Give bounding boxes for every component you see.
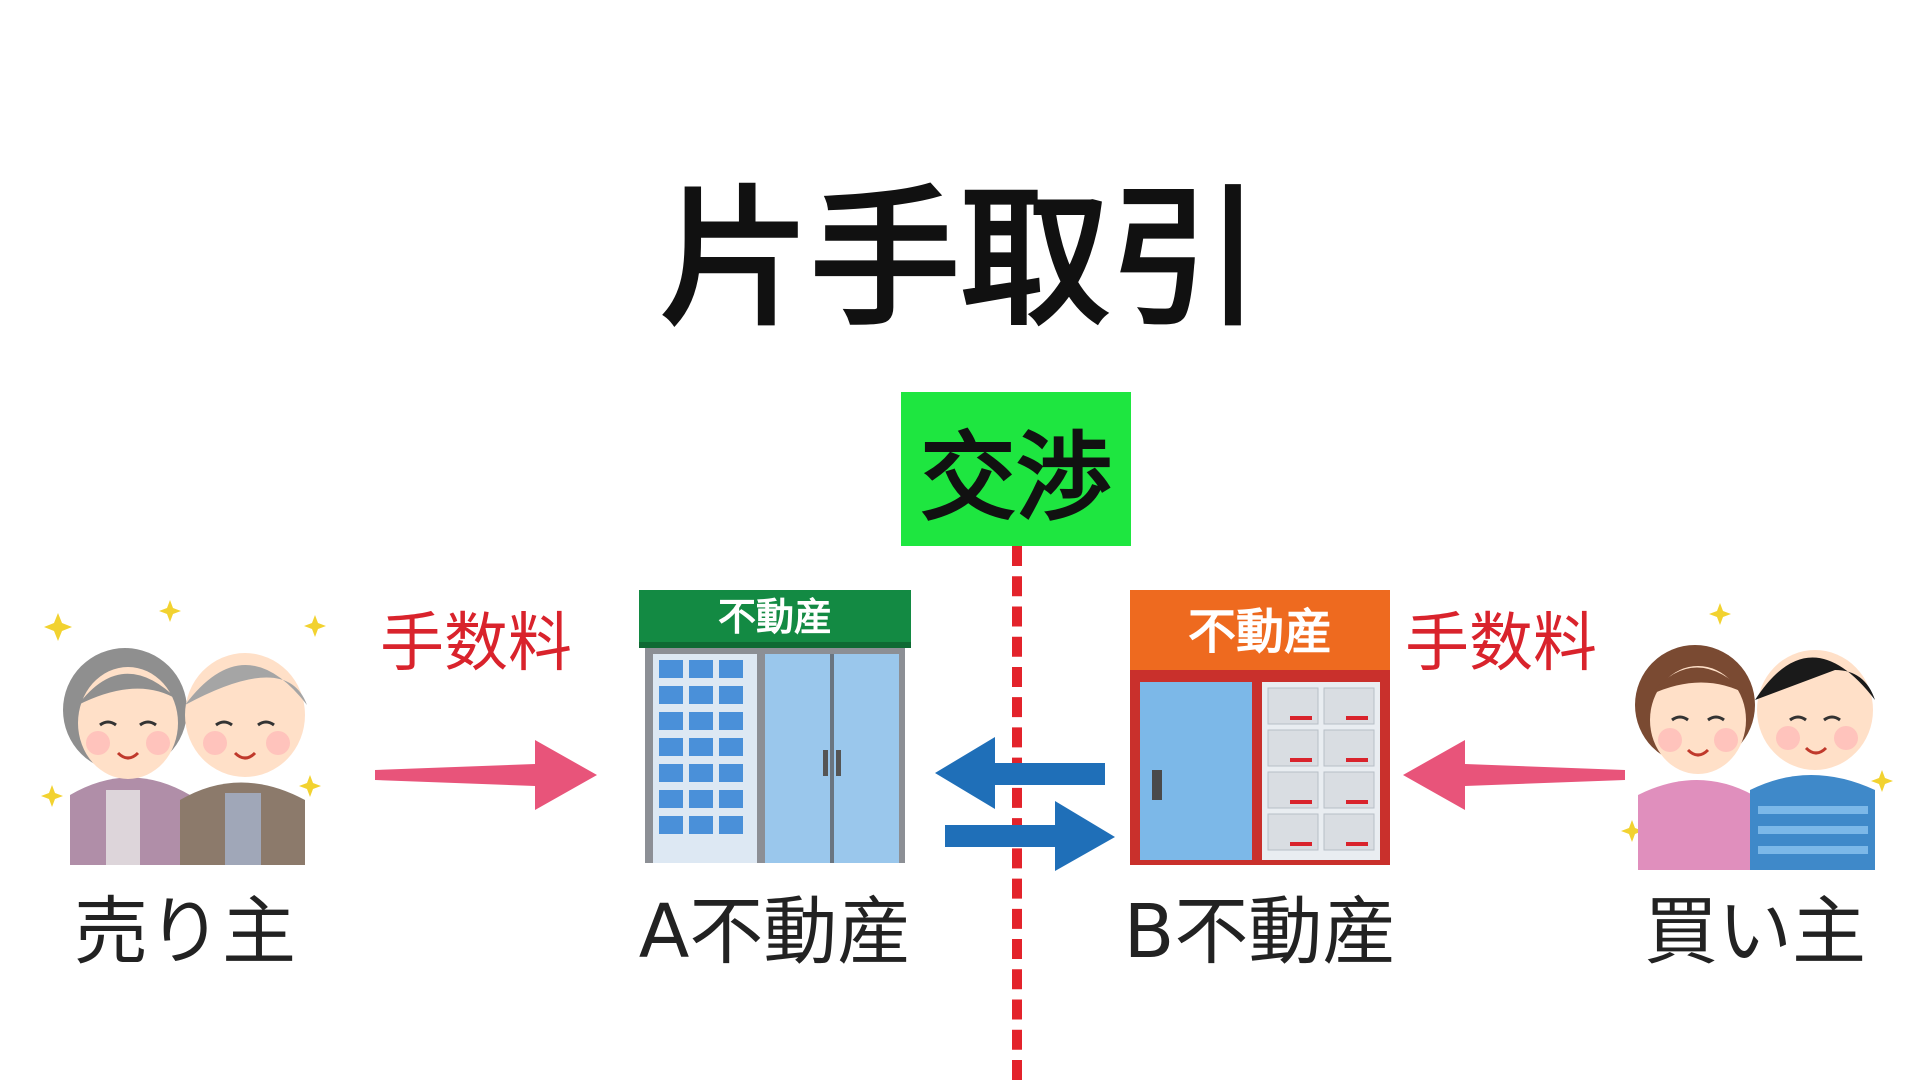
exchange-arrows-icon — [935, 737, 1115, 871]
shop-front-icon: 不動産 — [1130, 590, 1390, 865]
negotiation-label: 交渉 — [920, 421, 1112, 534]
page-title: 片手取引 — [659, 173, 1260, 347]
office-b-sign-text: 不動産 — [1188, 604, 1332, 660]
buyer-label: 買い主 — [1644, 889, 1866, 975]
seller-fee-label: 手数料 — [380, 607, 572, 681]
office-b-label: B不動産 — [1123, 889, 1397, 975]
office-a-label: A不動産 — [638, 889, 912, 975]
buyer-fee-arrow — [1403, 740, 1625, 810]
office-a-sign-text: 不動産 — [718, 595, 832, 639]
seller-fee-arrow — [375, 740, 597, 810]
elderly-couple-icon — [41, 600, 326, 865]
young-couple-icon — [1621, 603, 1893, 870]
buyer-fee-label: 手数料 — [1405, 607, 1597, 681]
office-building-icon: 不動産 — [639, 590, 911, 863]
negotiation-divider — [1012, 546, 1022, 1080]
seller-label: 売り主 — [74, 889, 296, 975]
negotiation-box: 交渉 — [901, 392, 1131, 546]
